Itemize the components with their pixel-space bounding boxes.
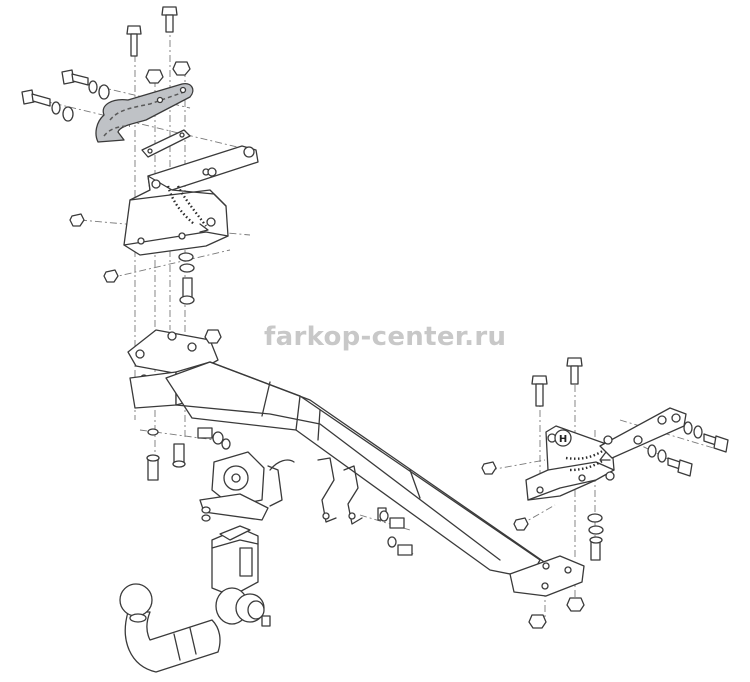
nut [566,597,585,612]
vertical-bolt [126,25,142,57]
vertical-bolt [531,375,548,407]
nut [103,269,119,283]
nut [481,461,497,475]
nut [145,69,164,84]
vertical-bolt [146,454,160,481]
nut [528,614,547,629]
watermark: farkop-center.ru [264,322,507,352]
strap-plate [141,129,191,158]
bracket-marker-label: H [559,434,567,445]
horizontal-bolt [683,421,729,453]
vertical-bolt [566,357,583,385]
tow-ball-assembly [119,525,271,673]
nut [204,329,222,344]
tow-ball [119,583,153,617]
right-mounting-bracket: H [525,407,687,501]
vertical-bolt [589,536,603,561]
nut [513,517,529,531]
main-crossbar [127,329,585,597]
socket-bracket [199,451,295,522]
top-left-bolts [21,6,191,122]
bracket-marker-badge [554,429,572,447]
vertical-bolt [172,443,186,468]
washer [147,428,159,436]
washer-stack [178,252,195,273]
left-mounting-bracket [123,145,259,256]
vertical-bolt [179,277,195,305]
horizontal-bolt [21,89,74,122]
horizontal-bolt [197,427,231,450]
horizontal-bolt [387,536,413,556]
horizontal-bolt [647,444,693,477]
vertical-bolt [161,6,178,33]
reinforcement-plate [95,83,194,143]
nut [69,213,85,227]
horizontal-bolt [379,510,405,529]
washer-stack [587,513,604,535]
horizontal-bolt [61,69,110,100]
nut [172,61,191,76]
